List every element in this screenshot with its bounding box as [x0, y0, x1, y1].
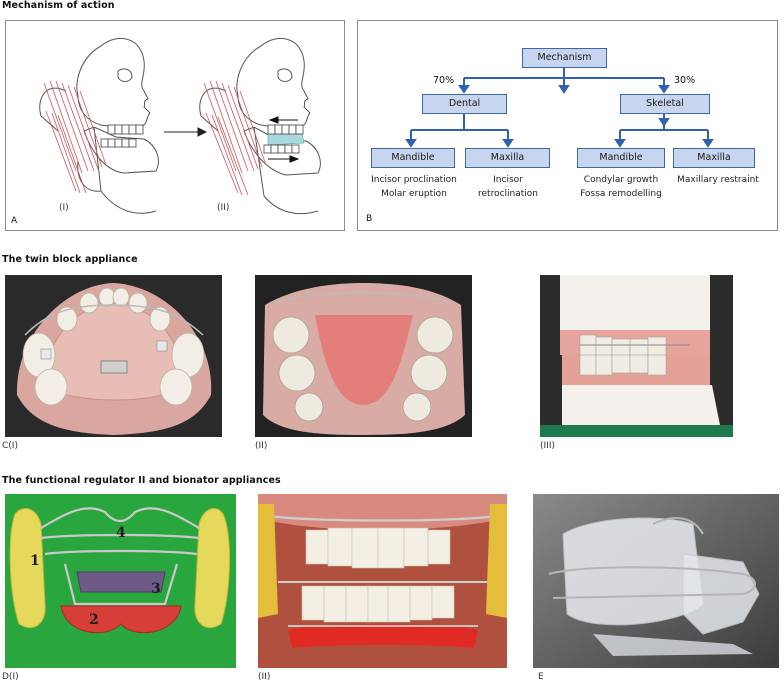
photo-bionator-appliance [533, 494, 779, 668]
label-c3: (III) [540, 441, 555, 451]
desc-line: Condylar growth [583, 175, 659, 185]
photo-regulator-in-mouth [258, 494, 507, 668]
desc-skeletal-maxilla: Maxillary restraint [665, 173, 771, 187]
component-number-1: 1 [30, 553, 40, 569]
node-skeletal: Skeletal [620, 94, 710, 114]
desc-line: retroclination [478, 189, 538, 199]
photo-twin-block-lower [255, 275, 472, 437]
force-arrow-lower-icon [268, 155, 300, 163]
label-e: E [538, 672, 544, 682]
desc-line: Incisor proclination [371, 175, 457, 185]
component-number-4: 4 [116, 525, 126, 541]
panel-letter-a: A [11, 216, 18, 226]
component-number-2: 2 [89, 612, 99, 628]
section-title-functional: The functional regulator II and bionator… [2, 475, 281, 486]
desc-line: Maxillary restraint [677, 175, 759, 185]
teeth-2 [263, 124, 304, 154]
percent-skeletal: 30% [674, 75, 696, 86]
label-c1: C(I) [2, 441, 18, 451]
desc-skeletal-mandible: Condylar growth Fossa remodelling [568, 173, 674, 201]
skull-illustration [39, 38, 321, 215]
skull-figure-2 [199, 38, 321, 215]
photo-twin-block-model [540, 275, 733, 437]
panel-a-skull-diagram: (I) (II) A [5, 20, 345, 231]
stage-label-1: (I) [59, 203, 69, 213]
desc-dental-mandible: Incisor proclination Molar eruption [360, 173, 468, 201]
transition-arrow-icon [164, 127, 208, 137]
desc-line: Fossa remodelling [580, 189, 662, 199]
percent-dental: 70% [433, 75, 455, 86]
component-number-3: 3 [151, 581, 161, 597]
label-c2: (II) [255, 441, 268, 451]
node-skeletal-mandible: Mandible [577, 148, 665, 168]
desc-line: Incisor [493, 175, 523, 185]
desc-line: Molar eruption [381, 189, 447, 199]
muscle-strands-2 [203, 80, 267, 196]
appliance-highlight [267, 132, 305, 146]
photo-functional-regulator: 1 2 3 4 [5, 494, 236, 668]
node-dental-mandible: Mandible [371, 148, 455, 168]
panel-letter-b: B [366, 214, 373, 224]
stage-label-2: (II) [217, 203, 230, 213]
muscle-strands-1 [43, 80, 107, 194]
label-d1: D(I) [2, 672, 19, 682]
tree-connectors [405, 68, 714, 148]
photo-twin-block-upper [5, 275, 222, 437]
node-dental: Dental [422, 94, 507, 114]
force-arrow-upper-icon [268, 116, 298, 124]
teeth-1 [100, 124, 144, 148]
section-title-twin-block: The twin block appliance [2, 254, 138, 265]
label-d2: (II) [258, 672, 271, 682]
desc-dental-maxilla: Incisor retroclination [466, 173, 550, 201]
section-title-mechanism: Mechanism of action [2, 0, 115, 11]
node-mechanism: Mechanism [522, 48, 607, 68]
node-skeletal-maxilla: Maxilla [673, 148, 755, 168]
node-dental-maxilla: Maxilla [465, 148, 550, 168]
panel-b-mechanism-tree: Mechanism 70% 30% Dental Skeletal Mandib… [357, 20, 778, 231]
